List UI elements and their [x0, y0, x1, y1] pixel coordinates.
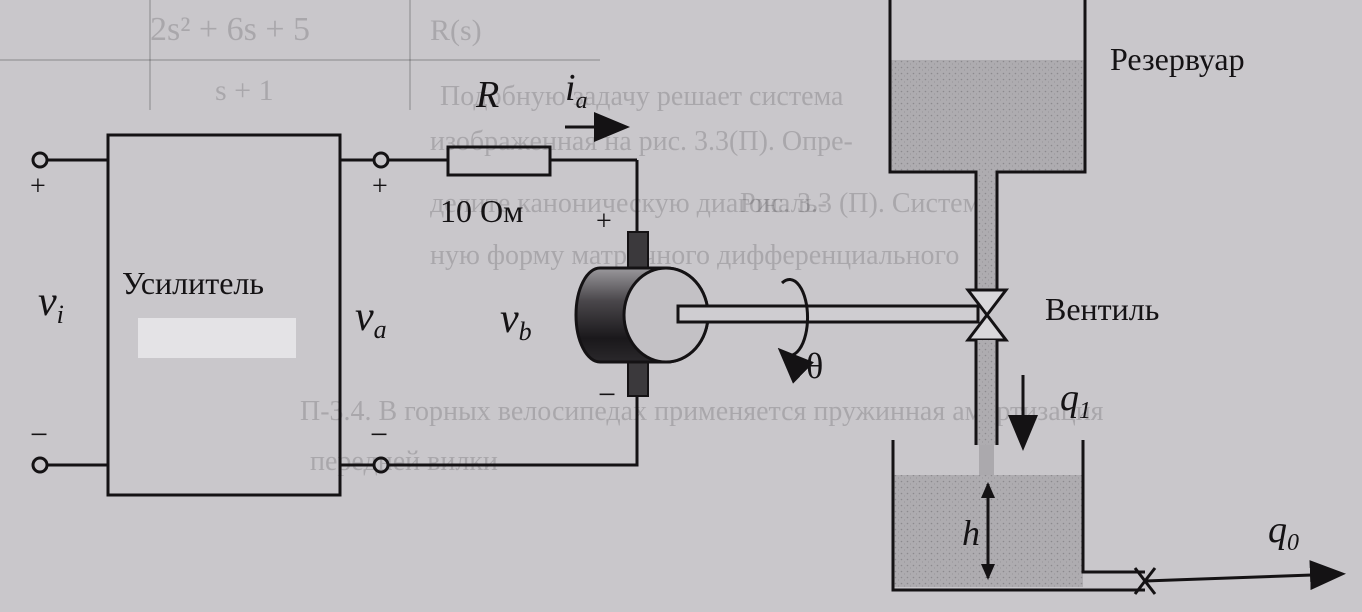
current-label: ia	[565, 67, 588, 114]
output-plus-sign: +	[372, 171, 388, 202]
supply-pipe	[976, 172, 997, 296]
amplifier-box	[106, 133, 342, 497]
motor-voltage-label: vb	[500, 296, 532, 346]
angle-label: θ	[806, 346, 823, 386]
amplifier-block: Усилитель	[106, 133, 342, 497]
resistor-branch: R 10 Ом ia	[388, 67, 639, 232]
resistor-value: 10 Ом	[440, 193, 523, 229]
return-wire	[388, 390, 639, 467]
bleed-fragment: 2s² + 6s + 5	[150, 11, 310, 48]
shaft	[676, 304, 980, 324]
bleed-fragment: изображенная на рис. 3.3(П). Опре-	[430, 126, 853, 157]
water-stream	[979, 445, 994, 475]
inflow-label: q1	[1060, 377, 1091, 424]
motor-shaft: θ	[676, 278, 980, 386]
rotation-arrow	[777, 278, 814, 384]
dc-motor: + − vb	[500, 206, 710, 412]
bleed-fragment: Подобную задачу решает система	[440, 81, 844, 112]
redacted-patch	[138, 318, 296, 358]
bleed-fragment: s + 1	[215, 74, 274, 107]
motor-plus-sign: +	[596, 206, 612, 237]
lower-tank: q0 h	[891, 440, 1346, 595]
motor-minus-sign: −	[598, 376, 616, 412]
bleed-fragment: R(s)	[430, 14, 482, 47]
valve-label: Вентиль	[1045, 291, 1159, 327]
bleed-fragment: П-3.4. В горных велосипедах применяется …	[300, 396, 1104, 427]
input-terminal-plus	[31, 151, 49, 169]
input-terminal-minus	[31, 456, 49, 474]
resistor-symbol: R	[475, 74, 499, 116]
output-terminal-plus	[372, 151, 390, 169]
reservoir-water	[890, 60, 1085, 172]
output-minus-sign: −	[370, 416, 388, 452]
outflow-label: q0	[1268, 509, 1299, 556]
valve-body	[964, 288, 1010, 342]
motor-terminal-top	[627, 231, 649, 269]
level-label: h	[962, 513, 980, 553]
bleed-fragment: делите каноническую диагональ-	[430, 188, 827, 219]
bleed-fragment: ную форму матричного дифференциального	[430, 240, 959, 271]
input-voltage-label: vi	[38, 279, 64, 329]
input-minus-sign: −	[30, 416, 48, 452]
reservoir-label: Резервуар	[1110, 41, 1245, 77]
amplifier-label: Усилитель	[122, 265, 264, 301]
valve-outlet: q1	[974, 340, 1091, 475]
bleed-fragment: Рис. 3.3 (П). Система	[740, 188, 993, 219]
input-port: + − vi	[30, 151, 108, 474]
bleed-through-text: 2s² + 6s + 5 s + 1 R(s) Подобную задачу …	[0, 0, 1104, 477]
valve: Вентиль	[964, 288, 1159, 342]
bleed-fragment: передней вилки	[310, 446, 498, 477]
reservoir: Резервуар	[888, 0, 1245, 296]
motor-terminal-bottom	[627, 361, 649, 397]
output-voltage-label: va	[355, 294, 387, 344]
outflow-arrow	[1144, 560, 1346, 591]
input-plus-sign: +	[30, 171, 46, 202]
